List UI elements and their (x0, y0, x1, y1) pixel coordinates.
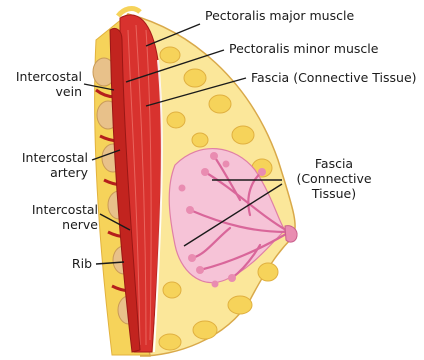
label-intercostal-artery-line2: artery (2, 165, 88, 180)
label-intercostal-artery-line1: Intercostal (2, 150, 88, 165)
label-intercostal-vein: Intercostal vein (2, 69, 82, 99)
label-pectoralis-major: Pectoralis major muscle (205, 8, 354, 23)
label-fascia-top: Fascia (Connective Tissue) (251, 70, 417, 85)
label-intercostal-nerve-line1: Intercostal (2, 202, 98, 217)
label-intercostal-vein-line2: vein (2, 84, 82, 99)
label-intercostal-vein-line1: Intercostal (2, 69, 82, 84)
label-intercostal-nerve: Intercostal nerve (2, 202, 98, 232)
label-fascia-right-line1: Fascia (286, 156, 382, 171)
label-fascia-right-line2: (Connective (286, 171, 382, 186)
label-intercostal-artery: Intercostal artery (2, 150, 88, 180)
label-fascia-right: Fascia (Connective Tissue) (286, 156, 382, 201)
label-intercostal-nerve-line2: nerve (2, 217, 98, 232)
label-rib: Rib (40, 256, 92, 271)
label-fascia-right-line3: Tissue) (286, 186, 382, 201)
label-pectoralis-minor: Pectoralis minor muscle (229, 41, 378, 56)
